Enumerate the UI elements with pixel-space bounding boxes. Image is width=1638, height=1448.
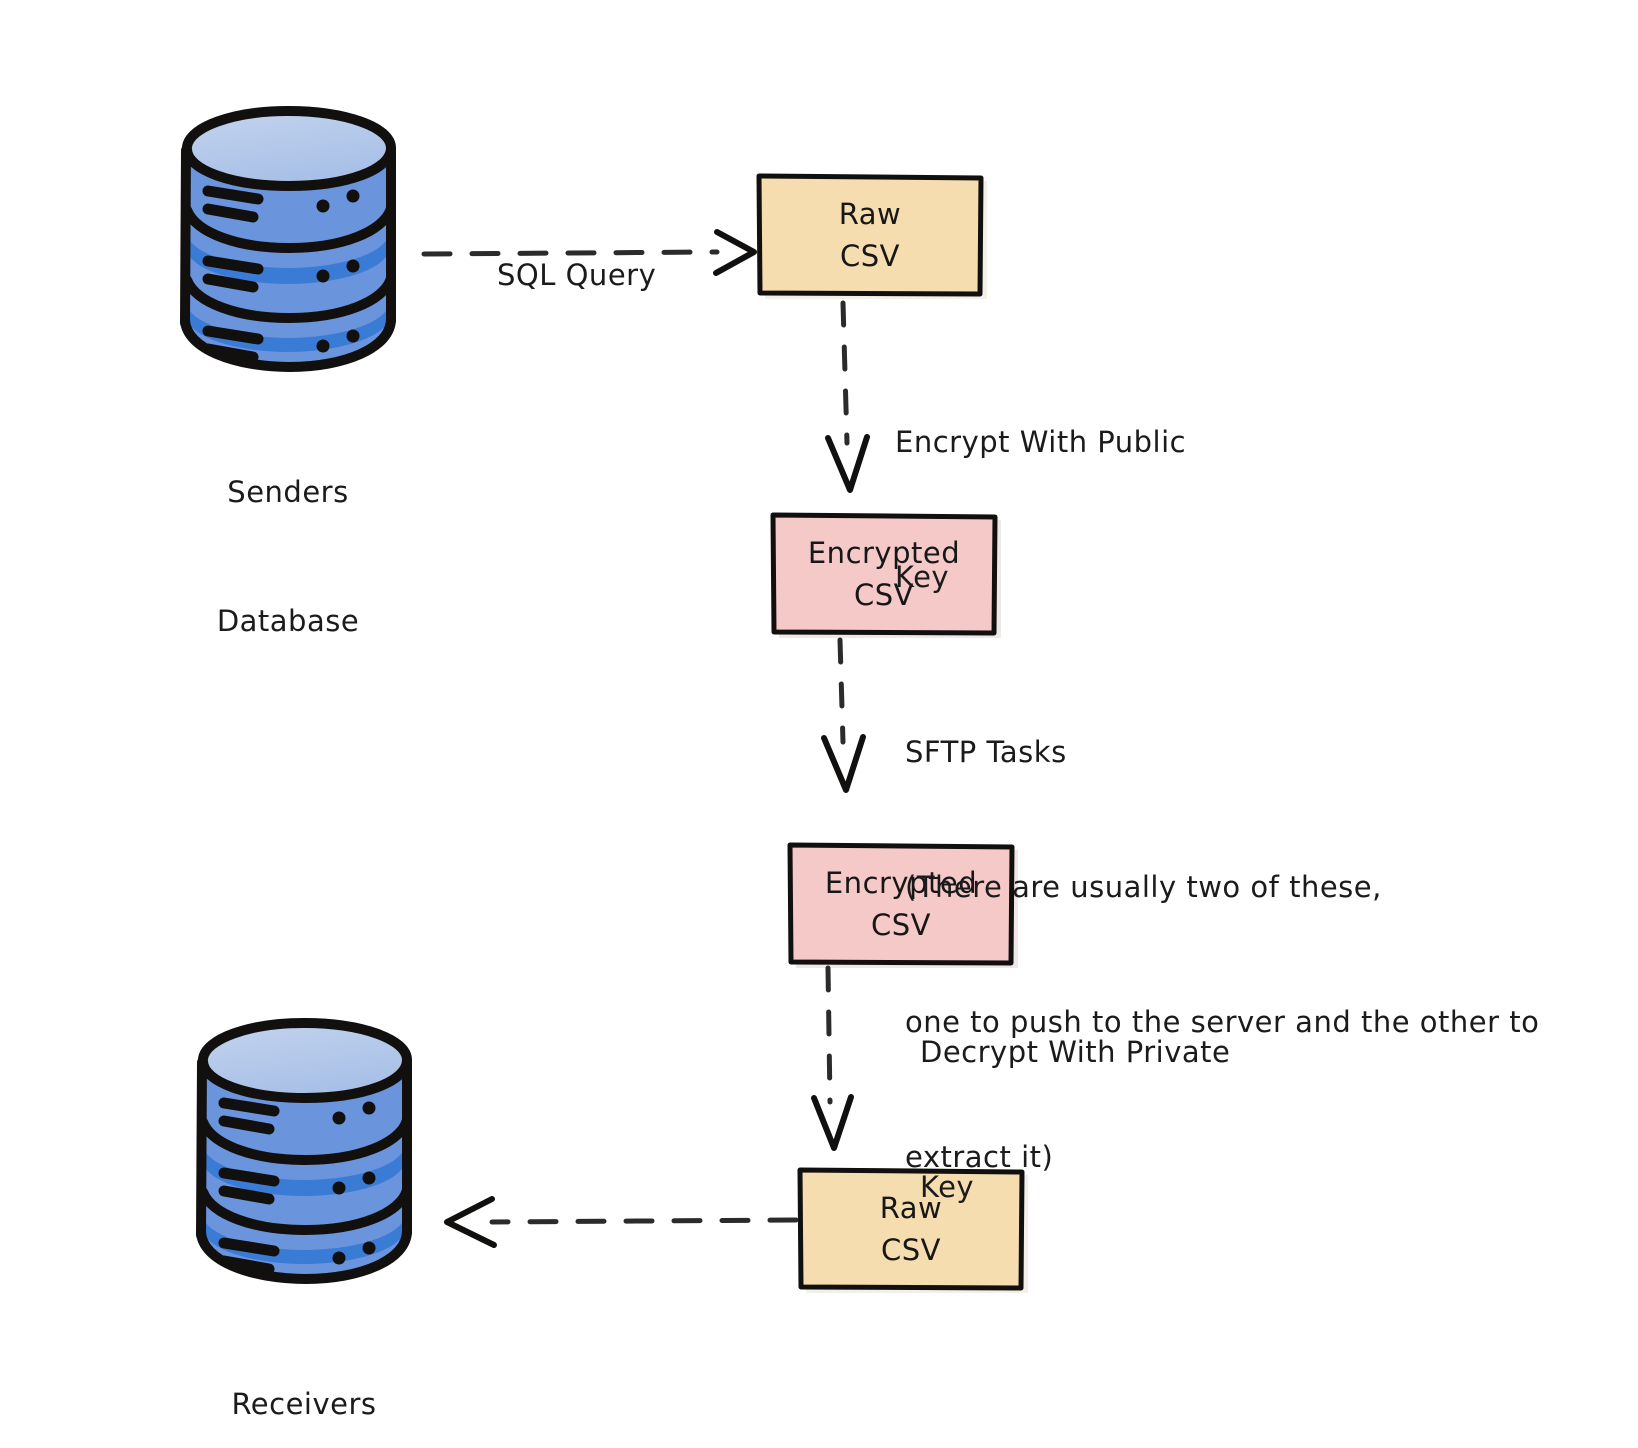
- receivers-data-warehouse-caption: Receivers Data Warehouse: [154, 1297, 454, 1448]
- edge-sftp-label-line4: extract it): [905, 1140, 1054, 1174]
- edge-sftp-label-line1: SFTP Tasks: [905, 735, 1067, 769]
- edge-encrypt-label-line2: Key: [895, 560, 950, 594]
- edge-sql-query-label-line1: SQL Query: [497, 258, 657, 292]
- edge-encrypt-label-line1: Encrypt With Public: [895, 425, 1187, 459]
- senders-database-caption: Senders Database: [138, 385, 438, 729]
- edge-sftp-label-line2: (There are usually two of these,: [905, 870, 1382, 904]
- encrypted-csv-1-box[interactable]: [770, 512, 1001, 638]
- senders-database-caption-line2: Database: [216, 604, 360, 638]
- edge-load: [444, 1196, 799, 1248]
- receivers-caption-line1: Receivers: [231, 1387, 377, 1421]
- edge-sftp-label-line3: one to push to the server and the other …: [905, 1005, 1540, 1039]
- raw-csv-bottom-box[interactable]: [797, 1167, 1028, 1293]
- encrypted-csv-2-box[interactable]: [787, 842, 1018, 968]
- edge-decrypt-label-line2: Key: [920, 1170, 975, 1204]
- edge-encrypt: [825, 300, 870, 493]
- edge-decrypt-label-line1: Decrypt With Private: [920, 1035, 1231, 1069]
- senders-database-caption-line1: Senders: [227, 475, 349, 509]
- edge-sql-query-label: SQL Query: [497, 163, 656, 388]
- senders-database-icon: [180, 105, 397, 373]
- edge-encrypt-label: Encrypt With Public Key: [895, 330, 1186, 690]
- raw-csv-top-box[interactable]: [756, 173, 987, 299]
- edge-decrypt: [811, 965, 854, 1151]
- receivers-data-warehouse-icon: [196, 1017, 413, 1285]
- edge-sftp-label: SFTP Tasks (There are usually two of the…: [905, 640, 1539, 1270]
- edge-sql-query: [421, 229, 757, 276]
- edge-sftp: [821, 637, 866, 793]
- edge-decrypt-label: Decrypt With Private Key: [920, 940, 1230, 1300]
